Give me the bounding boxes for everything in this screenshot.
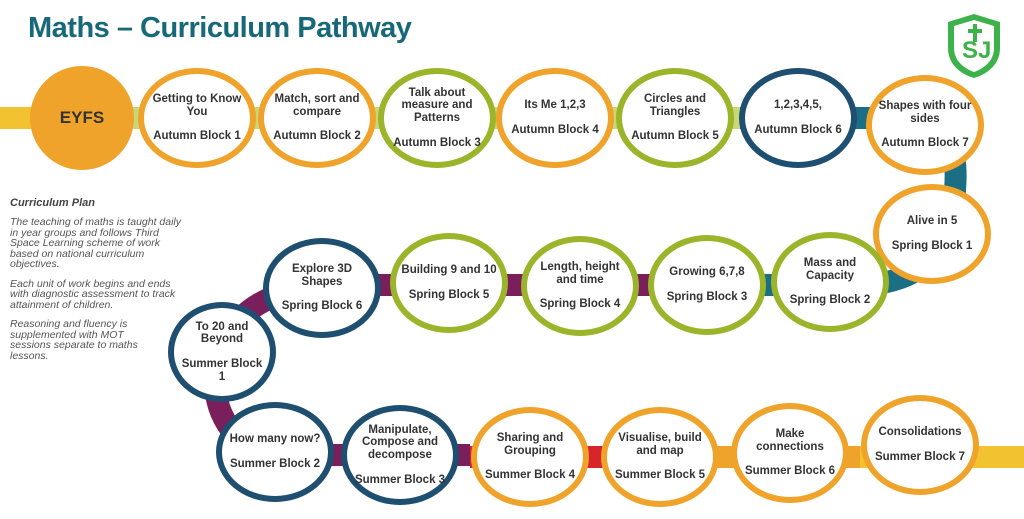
block-term: Autumn Block 5: [631, 130, 719, 143]
block-topic: Growing 6,7,8: [669, 266, 745, 279]
block-term: Autumn Block 1: [153, 130, 241, 143]
block-term: Autumn Block 2: [273, 130, 361, 143]
block-circle: Building 9 and 10 Spring Block 5: [390, 233, 508, 333]
block-term: Spring Block 5: [408, 289, 490, 301]
block-topic: Visualise, build and map: [618, 432, 702, 457]
plan-paragraph: Each unit of work begins and ends with d…: [10, 277, 176, 311]
block-term: Spring Block 1: [891, 240, 973, 252]
eyfs-label: EYFS: [59, 107, 105, 127]
block-term: Autumn Block 7: [881, 137, 969, 150]
block-topic: Consolidations: [878, 426, 962, 439]
block-term: Spring Block 6: [281, 300, 363, 313]
block-term: Summer Block 3: [354, 473, 446, 486]
eyfs-circle: EYFS: [30, 66, 134, 170]
block-topic: Talk about measure and Patterns: [401, 86, 473, 124]
block-term: Spring Block 4: [539, 298, 621, 311]
block-topic: Its Me 1,2,3: [524, 99, 586, 112]
curriculum-plan: Curriculum Plan The teaching of maths is…: [10, 198, 190, 370]
block-topic: 1,2,3,4,5,: [774, 99, 822, 112]
block-topic: Manipulate, Compose and decompose: [361, 423, 439, 461]
block-term: Summer Block 4: [484, 469, 576, 482]
block-topic: Mass and Capacity: [803, 257, 857, 282]
page-title: Maths – Curriculum Pathway: [28, 12, 412, 44]
block-circle: 1,2,3,4,5, Autumn Block 6: [739, 68, 857, 168]
block-topic: Alive in 5: [906, 215, 958, 228]
block-term: Summer Block 1: [181, 358, 263, 383]
block-topic: To 20 and Beyond: [195, 320, 249, 346]
block-topic: Shapes with four sides: [878, 100, 972, 125]
block-term: Summer Block 5: [614, 469, 706, 482]
block-topic: Getting to Know You: [152, 93, 242, 118]
block-topic: How many now?: [229, 433, 321, 446]
block-term: Autumn Block 3: [393, 136, 481, 149]
block-term: Autumn Block 4: [511, 124, 599, 136]
block-term: Summer Block 6: [744, 465, 836, 478]
plan-heading: Curriculum Plan: [10, 197, 95, 209]
block-term: Summer Block 2: [229, 458, 321, 470]
block-term: Spring Block 3: [666, 291, 748, 303]
block-topic: Match, sort and compare: [274, 93, 360, 118]
block-circle: Alive in 5 Spring Block 1: [873, 184, 991, 284]
block-circle: How many now? Summer Block 2: [216, 402, 334, 502]
block-term: Autumn Block 6: [754, 124, 842, 136]
block-topic: Explore 3D Shapes: [291, 263, 353, 288]
block-term: Summer Block 7: [874, 451, 966, 463]
block-topic: Building 9 and 10: [401, 264, 497, 277]
block-topic: Length, height and time: [540, 261, 620, 286]
block-topic: Make connections: [756, 428, 824, 453]
plan-paragraph: The teaching of maths is taught daily in…: [10, 216, 182, 270]
school-logo: SJ: [948, 14, 1000, 78]
block-term: Spring Block 2: [789, 294, 871, 307]
block-topic: Circles and Triangles: [644, 93, 706, 118]
plan-paragraph: Reasoning and fluency is supplemented wi…: [10, 318, 138, 362]
block-topic: Sharing and Grouping: [496, 432, 564, 457]
